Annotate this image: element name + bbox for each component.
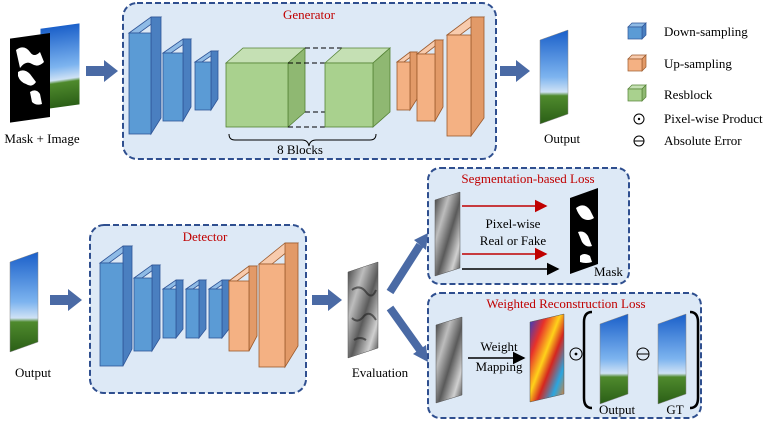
resblock-first — [224, 47, 307, 128]
det-down-2 — [132, 264, 162, 353]
legend-item-absolute-error: Absolute Error — [633, 133, 742, 148]
up-block-1 — [395, 51, 419, 112]
segmentation-loss-panel: Segmentation-based Loss Pixel-wise Real … — [427, 167, 630, 285]
output-image-left — [9, 251, 39, 353]
arrow-into-generator — [86, 60, 118, 82]
det-down-1 — [98, 245, 134, 367]
left-bracket — [582, 310, 593, 410]
mask-thumbnail — [10, 32, 50, 123]
blue-cube-icon — [627, 22, 647, 40]
evaluation-map — [347, 261, 379, 359]
legend-item-resblock: Resblock — [627, 84, 713, 102]
down-block-2 — [161, 38, 193, 123]
legend-label-resblock: Resblock — [664, 87, 713, 102]
generator-upsampling-blocks — [395, 16, 486, 138]
det-up-2 — [257, 242, 300, 369]
seg-eval-thumbnail — [434, 191, 461, 277]
resblock-last — [323, 47, 392, 128]
detector-title: Detector — [183, 229, 228, 244]
seg-mask-label: Mask — [594, 264, 623, 279]
det-down-5 — [207, 279, 231, 340]
ominus-icon — [636, 347, 650, 361]
det-down-3 — [161, 279, 185, 340]
green-cube-icon — [627, 84, 647, 102]
odot-icon — [569, 347, 583, 361]
arrow-out-of-generator — [500, 60, 530, 82]
wl-output-image — [599, 313, 629, 405]
up-block-3 — [445, 16, 486, 138]
legend-label-error: Absolute Error — [664, 133, 742, 148]
output-top-label: Output — [544, 131, 581, 146]
legend-item-pixel-product: Pixel-wise Product — [633, 111, 763, 126]
wl-mapping-line1: Weight — [480, 339, 518, 354]
generator-title: Generator — [283, 7, 336, 22]
seg-text-line2: Real or Fake — [480, 233, 547, 248]
wl-output-label: Output — [599, 402, 636, 417]
seg-mask-thumbnail — [570, 188, 598, 274]
generator-panel: Generator — [122, 2, 497, 160]
legend-label-up: Up-sampling — [664, 56, 732, 71]
ominus-icon — [633, 135, 645, 147]
odot-icon — [633, 113, 645, 125]
wl-gt-image — [657, 313, 687, 405]
wl-mapping-line2: Mapping — [476, 359, 523, 374]
right-bracket — [689, 310, 700, 410]
legend: Down-sampling Up-sampling Resblock Pix — [627, 22, 763, 148]
resblocks: 8 Blocks — [224, 47, 392, 157]
mask-image-input — [10, 22, 81, 123]
output-image-top — [539, 29, 569, 125]
blocks-label: 8 Blocks — [277, 142, 323, 157]
up-block-2 — [415, 39, 445, 123]
blocks-brace — [228, 133, 377, 147]
weighted-loss-panel: Weighted Reconstruction Loss Weight Mapp… — [427, 292, 702, 419]
legend-item-down-sampling: Down-sampling — [627, 22, 748, 40]
segmentation-loss-title: Segmentation-based Loss — [461, 171, 594, 186]
evaluation-label: Evaluation — [352, 365, 409, 380]
down-block-1 — [127, 16, 163, 136]
legend-label-down: Down-sampling — [664, 24, 748, 39]
wl-gt-label: GT — [666, 402, 683, 417]
det-down-4 — [184, 279, 208, 340]
branch-arrows — [386, 233, 428, 362]
legend-item-up-sampling: Up-sampling — [627, 54, 732, 72]
det-up-1 — [227, 265, 259, 352]
wl-eval-thumbnail — [435, 316, 463, 404]
output-left-label: Output — [15, 365, 52, 380]
mask-image-label: Mask + Image — [4, 131, 79, 146]
arrow-into-detector — [50, 289, 82, 311]
seg-text-line1: Pixel-wise — [486, 216, 541, 231]
down-block-3 — [193, 50, 220, 112]
weight-heatmap — [529, 313, 565, 403]
orange-cube-icon — [627, 54, 647, 72]
weighted-loss-title: Weighted Reconstruction Loss — [486, 296, 645, 311]
generator-downsampling-blocks — [127, 16, 220, 136]
detector-blocks — [98, 242, 300, 369]
arrow-out-of-detector — [312, 289, 342, 311]
legend-label-product: Pixel-wise Product — [664, 111, 763, 126]
